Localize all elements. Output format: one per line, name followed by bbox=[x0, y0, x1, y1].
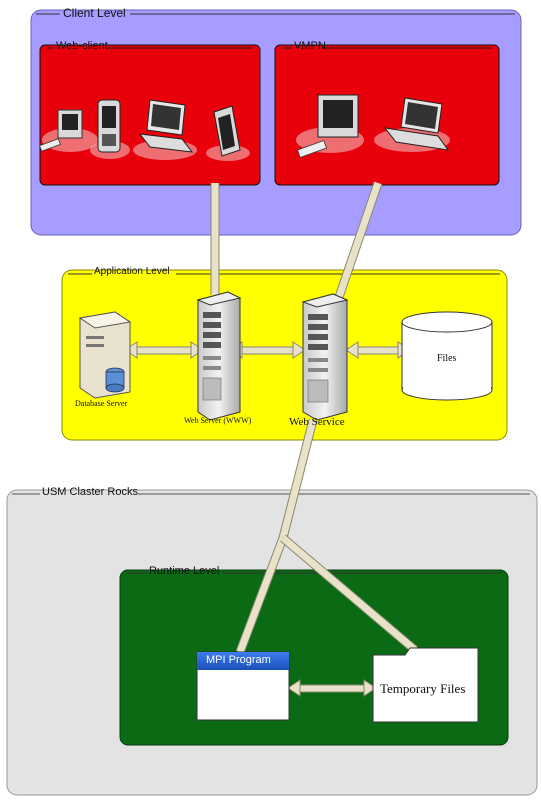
runtime-level-title: Runtime Level bbox=[149, 565, 220, 577]
database-server-label: Database Server bbox=[75, 399, 128, 408]
vmpn-title: VMPN bbox=[294, 40, 326, 52]
laptop-icon bbox=[374, 97, 450, 152]
pda-icon bbox=[90, 99, 130, 159]
arrow-mpi-tempfiles bbox=[287, 679, 377, 697]
application-level bbox=[61, 269, 508, 441]
connectors bbox=[210, 181, 418, 654]
desktop-computer-icon bbox=[39, 109, 98, 152]
web-server-label: Web Server (WWW) bbox=[184, 416, 252, 425]
mpi-program-label: MPI Program bbox=[206, 654, 271, 666]
cluster-level-title: USM Claster Rocks bbox=[42, 486, 138, 498]
laptop-icon bbox=[133, 99, 197, 160]
tablet-icon bbox=[206, 105, 250, 161]
web-client-title: Web-client bbox=[56, 40, 108, 52]
folder-icon bbox=[372, 647, 479, 723]
client-level-title: Client Level bbox=[63, 6, 126, 20]
cylinder-icon bbox=[401, 311, 493, 401]
web-service-label: Web Service bbox=[289, 416, 345, 428]
database-server-icon bbox=[78, 311, 132, 399]
server-tower-icon bbox=[196, 291, 242, 421]
mpi-program-window bbox=[196, 651, 290, 721]
temporary-files-label: Temporary Files bbox=[380, 681, 466, 696]
application-level-title: Application Level bbox=[94, 266, 170, 277]
desktop-computer-icon bbox=[296, 94, 364, 159]
files-label: Files bbox=[437, 353, 457, 364]
vmpn-box bbox=[274, 44, 500, 186]
arrow-db-webserver bbox=[124, 341, 204, 359]
server-tower-icon bbox=[301, 293, 349, 421]
